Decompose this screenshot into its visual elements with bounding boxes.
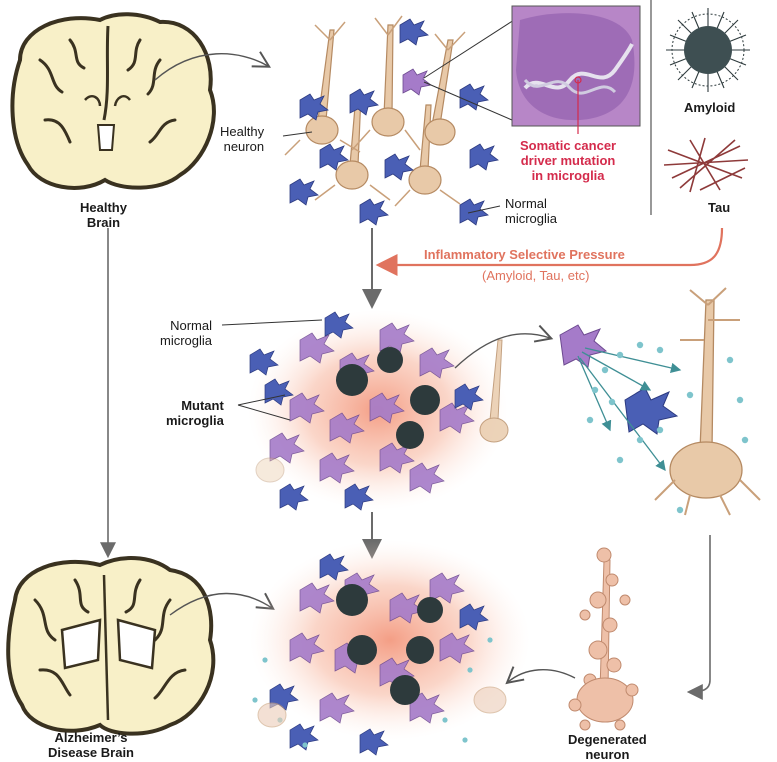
pressure-title-label: Inflammatory Selective Pressure <box>424 247 625 262</box>
pressure-sub-label: (Amyloid, Tau, etc) <box>482 268 590 283</box>
arrow-brain-to-neurons <box>154 51 271 81</box>
arrow-cluster-to-zoom <box>454 324 554 369</box>
label-leader-lines-top <box>282 19 515 214</box>
amyloid-icon <box>666 8 750 92</box>
bottom-cluster <box>250 540 530 756</box>
middle-cluster <box>248 310 509 511</box>
cytokine-release-panel <box>559 287 761 516</box>
normal-microglia-middle <box>249 311 484 511</box>
degenerated-neuron-illustration <box>568 547 639 731</box>
label-leader-lines-middle <box>221 319 323 421</box>
tau-icon <box>663 137 749 193</box>
inflammatory-pressure-arrow <box>375 227 724 276</box>
dna-mutation-panel <box>511 5 641 134</box>
amyloid-label: Amyloid <box>684 100 736 115</box>
amyloid-plaques-middle <box>336 347 440 449</box>
mutant-microglia-top <box>402 68 432 96</box>
arrow-degenerated-to-cluster <box>505 666 576 685</box>
tau-label: Tau <box>708 200 731 215</box>
healthy-neuron-cluster <box>284 15 466 207</box>
arrow-zoom-to-degenerated <box>686 535 711 700</box>
ad-brain-illustration <box>6 556 216 736</box>
healthy-brain-illustration <box>10 12 216 190</box>
